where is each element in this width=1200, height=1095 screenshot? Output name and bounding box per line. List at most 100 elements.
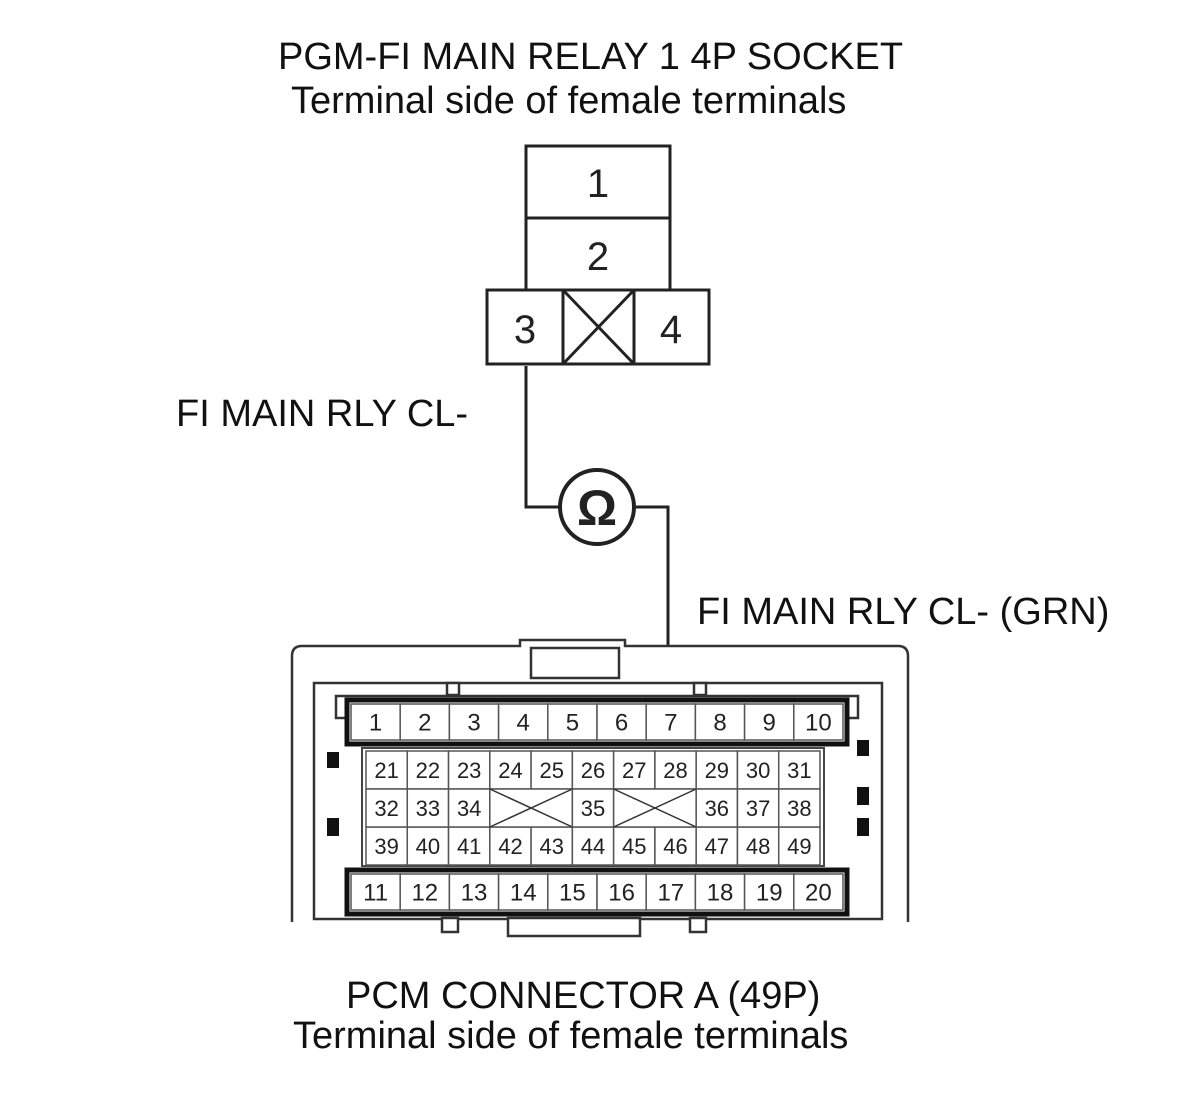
ohmmeter-icon: Ω xyxy=(558,468,636,546)
pcm-terminal-12: 12 xyxy=(411,880,438,907)
pcm-terminal-43: 43 xyxy=(539,834,563,859)
pcm-terminal-7: 7 xyxy=(664,710,677,737)
pcm-terminal-23: 23 xyxy=(457,758,481,783)
pcm-terminal-3: 3 xyxy=(467,710,480,737)
pcm-terminal-27: 27 xyxy=(622,758,646,783)
pcm-terminal-44-cell xyxy=(571,826,615,866)
pcm-terminal-35-cell xyxy=(571,788,615,828)
pcm-terminal-41: 41 xyxy=(457,834,481,859)
pcm-terminal-28: 28 xyxy=(663,758,687,783)
pcm-terminal-42-cell xyxy=(489,826,532,866)
pcm-terminal-44: 44 xyxy=(581,834,605,859)
pcm-terminal-37-cell xyxy=(736,788,780,828)
pcm-terminal-22-cell xyxy=(406,750,450,790)
pcm-terminal-40-cell xyxy=(406,826,450,866)
pcm-terminal-33: 33 xyxy=(416,796,440,821)
pcm-terminal-1: 1 xyxy=(369,710,382,737)
pcm-terminal-1-cell xyxy=(350,703,401,741)
pcm-terminal-30-cell xyxy=(736,750,780,790)
pcm-terminal-29-cell xyxy=(695,750,739,790)
pcm-terminal-29: 29 xyxy=(705,758,729,783)
pcm-terminal-24: 24 xyxy=(498,758,522,783)
pcm-terminal-35: 35 xyxy=(581,796,605,821)
pcm-terminal-8-cell xyxy=(694,703,746,741)
pcm-terminal-25: 25 xyxy=(539,758,563,783)
pcm-terminal-21: 21 xyxy=(374,758,398,783)
pcm-terminal-17-cell xyxy=(645,873,697,911)
pcm-terminal-16-cell xyxy=(596,873,647,911)
pcm-terminal-42: 42 xyxy=(498,834,522,859)
pcm-terminal-49-cell xyxy=(777,826,821,866)
ohm-symbol: Ω xyxy=(577,480,617,536)
pcm-terminal-40: 40 xyxy=(416,834,440,859)
pcm-terminal-10: 10 xyxy=(805,710,832,737)
pcm-terminal-9: 9 xyxy=(763,710,776,737)
pcm-terminal-49: 49 xyxy=(787,834,811,859)
relay-terminal-4: 4 xyxy=(660,308,682,352)
pcm-latch-tabs xyxy=(327,740,869,836)
pcm-subtitle: Terminal side of female terminals xyxy=(293,1015,849,1057)
pcm-terminal-7-cell xyxy=(645,703,697,741)
pcm-terminal-26-cell xyxy=(571,750,615,790)
pcm-terminal-15: 15 xyxy=(559,880,586,907)
pcm-terminal-38-cell xyxy=(777,788,821,828)
pcm-terminal-33-cell xyxy=(406,788,450,828)
relay-subtitle: Terminal side of female terminals xyxy=(291,80,847,122)
pcm-terminal-46: 46 xyxy=(663,834,687,859)
pcm-terminal-14: 14 xyxy=(510,880,537,907)
pcm-wire-label: FI MAIN RLY CL- (GRN) xyxy=(697,591,1110,633)
pcm-terminal-15-cell xyxy=(547,873,598,911)
pcm-terminal-11: 11 xyxy=(363,880,388,907)
pcm-terminal-16: 16 xyxy=(608,880,635,907)
pcm-terminal-28-cell xyxy=(654,750,697,790)
pcm-terminal-45: 45 xyxy=(622,834,646,859)
pcm-terminal-5: 5 xyxy=(566,710,579,737)
pcm-terminal-47-cell xyxy=(695,826,739,866)
pcm-terminal-3-cell xyxy=(448,703,500,741)
relay-cell-1 xyxy=(524,144,672,220)
pcm-terminal-18: 18 xyxy=(707,880,734,907)
relay-socket xyxy=(485,144,711,366)
pcm-terminal-31: 31 xyxy=(787,758,811,783)
pcm-terminal-9-cell xyxy=(743,703,795,741)
pcm-terminal-19: 19 xyxy=(756,880,783,907)
pcm-terminal-4: 4 xyxy=(517,710,530,737)
pcm-terminal-20-cell xyxy=(793,873,844,911)
relay-terminal-1: 1 xyxy=(587,162,609,206)
pcm-title: PCM CONNECTOR A (49P) xyxy=(346,975,821,1017)
pcm-terminal-8: 8 xyxy=(713,710,726,737)
pcm-terminal-36-cell xyxy=(695,788,739,828)
pcm-terminal-20: 20 xyxy=(805,880,832,907)
pcm-terminal-6: 6 xyxy=(615,710,628,737)
pcm-terminal-22: 22 xyxy=(416,758,440,783)
relay-terminal-3: 3 xyxy=(514,308,536,352)
pcm-terminal-5-cell xyxy=(547,703,598,741)
relay-cell-2 xyxy=(524,216,672,292)
pcm-terminal-11-cell xyxy=(350,873,401,911)
pcm-terminal-46-cell xyxy=(654,826,697,866)
pcm-terminal-38: 38 xyxy=(787,796,811,821)
pcm-terminal-14-cell xyxy=(497,873,549,911)
pcm-terminal-48-cell xyxy=(736,826,780,866)
pcm-terminal-2: 2 xyxy=(418,710,431,737)
pcm-terminal-26: 26 xyxy=(581,758,605,783)
pcm-terminal-17: 17 xyxy=(657,880,684,907)
relay-terminal-2: 2 xyxy=(587,235,609,279)
pcm-terminal-36: 36 xyxy=(705,796,729,821)
pcm-terminal-13: 13 xyxy=(461,880,488,907)
pcm-terminal-39: 39 xyxy=(374,834,398,859)
relay-wire-label: FI MAIN RLY CL- xyxy=(176,393,469,435)
relay-title: PGM-FI MAIN RELAY 1 4P SOCKET xyxy=(278,36,904,78)
pcm-terminal-2-cell xyxy=(399,703,451,741)
pcm-terminal-48: 48 xyxy=(746,834,770,859)
pcm-terminal-37: 37 xyxy=(746,796,770,821)
pcm-terminal-18-cell xyxy=(694,873,746,911)
pcm-terminal-25-cell xyxy=(530,750,574,790)
probe-wire-relay xyxy=(524,366,560,509)
pcm-terminal-31-cell xyxy=(777,750,821,790)
pcm-terminal-41-cell xyxy=(447,826,491,866)
pcm-terminal-32: 32 xyxy=(374,796,398,821)
pcm-terminal-10-cell xyxy=(793,703,844,741)
pcm-terminal-30: 30 xyxy=(746,758,770,783)
